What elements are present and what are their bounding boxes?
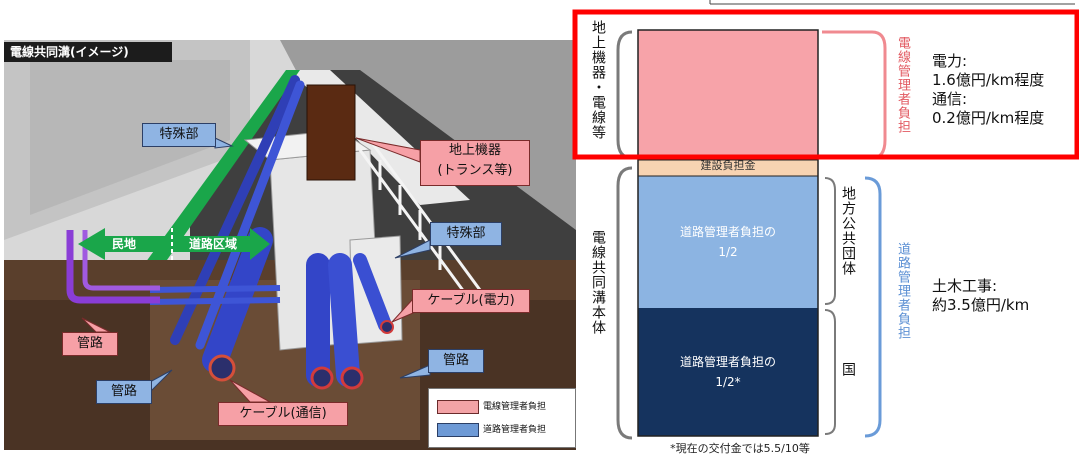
legend-item-road: 道路管理者負担 [437,421,577,437]
boundary-arrow [78,228,270,260]
pipe-horizontal-2 [149,297,281,305]
segment-pink [638,30,818,160]
left-brace-top-label: 地上機器・電線等 [590,20,606,140]
label-pipe-right: 管路 [428,349,484,373]
segment-contribution [638,160,818,176]
legend-label-electric: 電線管理者負担 [483,402,547,412]
right-brace-top-label: 電線管理者負担 [895,36,910,134]
label-special-part-1: 特殊部 [142,123,216,147]
right-text-top-line-1: 電力: [932,52,968,70]
segment-label-contribution: 建設負担金 [700,159,756,172]
pipe-front-4 [353,253,392,332]
label-pipe-bottom-left: 管路 [96,380,152,404]
label-cable-comm: ケーブル(通信) [218,402,348,426]
label-ground-equipment: 地上機器 (トランス等) [420,140,530,186]
right-text-bottom-line-2: 約3.5億円/km [932,296,1030,314]
legend-item-electric: 電線管理者負担 [437,398,577,414]
right-brace-top [822,30,887,160]
green-strip [140,70,300,270]
label-pipe-left: 管路 [62,332,118,356]
label-private-land: 民地 [111,237,136,251]
stack-border [637,29,819,437]
pipe-end-power-2 [340,366,364,390]
transformer-box [306,84,356,181]
right-brace-bottom-label: 道路管理者負担 [895,242,910,340]
private-pipe [66,230,160,304]
legend-swatch-electric [437,400,479,414]
segment-national [638,308,818,436]
highlight-box [572,9,1079,160]
inner-brace-bottom [824,309,836,435]
cost-chart [572,0,1079,440]
segment-local [638,176,818,308]
right-text-top-line-2: 1.6億円/km程度 [932,71,1045,89]
footnote: *現在の交付金では5.5/10等 [670,442,810,455]
image-title: 電線共同溝(イメージ) [4,42,172,62]
pipe-horizontal-1 [149,285,281,293]
left-brace-bottom [616,166,633,440]
segment-label-national: 道路管理者負担の 1/2* [679,355,776,389]
right-text-top-line-3: 通信: [932,90,968,108]
pipes [149,75,394,390]
right-text-top-line-4: 0.2億円/km程度 [932,109,1045,127]
right-brace-bottom [864,176,882,438]
label-special-part-2: 特殊部 [430,222,502,246]
left-brace-top [616,30,633,160]
pipe-long-1 [170,75,300,345]
pipe-end-power-3 [380,320,394,334]
railing [358,139,482,301]
pipe-front-3 [328,253,360,387]
inner-brace-bottom-label: 国 [840,362,856,377]
right-text-bottom: 土木工事: 約3.5億円/km [932,277,1029,315]
left-brace-bottom-label: 電線共同溝本体 [590,230,606,335]
legend-swatch-road [437,423,479,437]
legend-label-road: 道路管理者負担 [483,425,547,435]
private-pipe-2 [82,230,160,291]
building-face [30,60,230,215]
right-text-top: 電力: 1.6億円/km程度 通信: 0.2億円/km程度 [932,52,1044,128]
segment-label-local: 道路管理者負担の 1/2 [679,225,776,259]
inner-brace-top [824,177,836,305]
legend: 電線管理者負担 道路管理者負担 [428,388,576,448]
label-road-area: 道路区域 [188,237,237,251]
inner-brace-top-label: 地方公共団体 [840,186,856,276]
pipe-end-comm [208,354,236,382]
label-cable-power: ケーブル(電力) [412,289,530,313]
right-text-bottom-line-1: 土木工事: [932,277,998,295]
pipe-end-power-1 [310,366,334,390]
